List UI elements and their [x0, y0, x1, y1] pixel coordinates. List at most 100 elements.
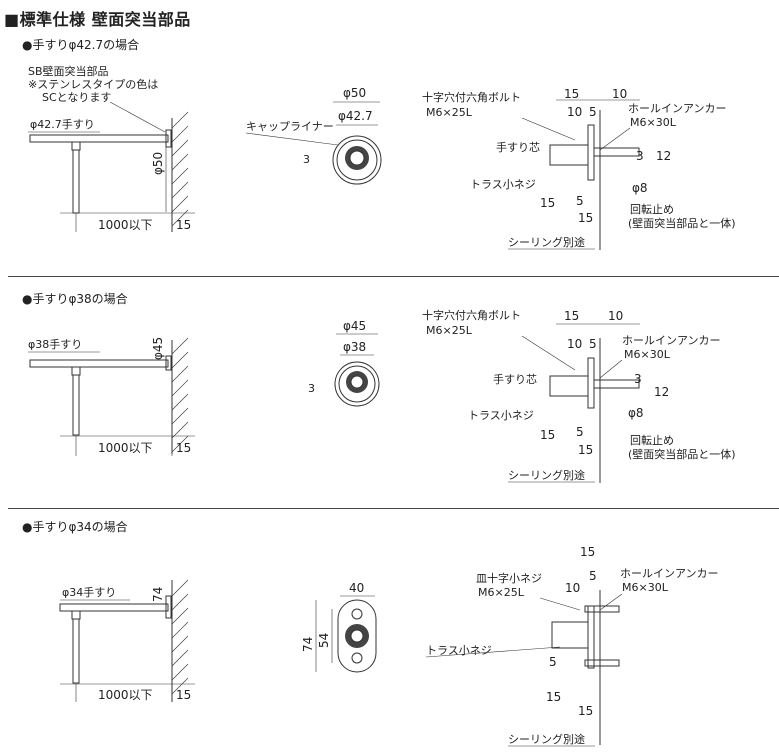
- liner-label: キャップライナー: [246, 120, 334, 133]
- height-dim: φ45: [151, 337, 165, 360]
- outer-diameter: φ50: [343, 86, 366, 100]
- svg-text:φ8: φ8: [632, 181, 648, 195]
- side-view: φ38手すり φ45 1000以下 15: [28, 337, 195, 456]
- wall-hatch: [171, 337, 189, 453]
- bolt-label: 十字穴付六角ボルト: [422, 90, 521, 104]
- diagram-section-34: φ34手すり 74 1000以下 15 40 74 54 15 皿: [59, 545, 719, 747]
- anchor-label: ホールインアンカー: [622, 334, 721, 347]
- rail-label: φ34手すり: [62, 585, 116, 599]
- height-dim: 74: [151, 587, 165, 602]
- wall-hatch: [171, 111, 189, 227]
- diagram-section-38: φ38手すり φ45 1000以下 15 φ45 φ38 3 十字穴付六角ボルト…: [28, 308, 736, 483]
- core-block: [549, 375, 589, 397]
- svg-text:10: 10: [608, 309, 623, 323]
- wall-plate: [587, 124, 595, 181]
- screw-label: トラス小ネジ: [468, 409, 534, 422]
- page-title: ■標準仕様 壁面突当部品: [4, 10, 191, 29]
- offset-dim: 3: [303, 153, 310, 166]
- front-view: φ45 φ38 3: [308, 319, 380, 407]
- svg-text:15: 15: [578, 211, 593, 225]
- screw-label: トラス小ネジ: [470, 178, 536, 191]
- core-label: 手すり芯: [493, 372, 537, 386]
- inner-ring: [338, 365, 376, 403]
- note-line-1: SB壁面突当部品: [28, 64, 109, 78]
- svg-text:5: 5: [589, 105, 597, 119]
- anchor-spec: M6×30L: [624, 348, 671, 361]
- span-dim: 1000以下: [98, 218, 153, 232]
- stop-label: 回転止め: [630, 203, 674, 216]
- lower-anchor: [584, 659, 620, 667]
- detail-view: 15 皿十字小ネジ M6×25L 10 5 ホールインアンカー M6×30L ト…: [425, 545, 719, 747]
- front-view: φ50 φ42.7 キャップライナー 3: [245, 86, 382, 185]
- stop-note: (壁面突当部品と一体): [628, 216, 736, 230]
- bolt-spec: M6×25L: [478, 586, 525, 599]
- svg-text:15: 15: [580, 545, 595, 559]
- wall-plate: [587, 605, 595, 669]
- svg-text:5: 5: [589, 569, 597, 583]
- wall-hatch: [171, 579, 189, 695]
- svg-text:3: 3: [636, 149, 644, 163]
- svg-text:15: 15: [540, 428, 555, 442]
- gap-dim: 15: [176, 218, 191, 232]
- flange-plate: [337, 599, 377, 673]
- anchor-spec: M6×30L: [622, 581, 669, 594]
- svg-text:3: 3: [634, 372, 642, 386]
- rail-label: φ38手すり: [28, 337, 82, 351]
- height-dim-54: 54: [317, 633, 331, 648]
- core-block: [549, 144, 589, 166]
- height-dim-74: 74: [301, 637, 315, 652]
- handrail: [29, 134, 169, 143]
- svg-text:15: 15: [540, 196, 555, 210]
- section-heading-38: ●手すりφ38の場合: [22, 292, 128, 306]
- note-line-3: SCとなります: [42, 91, 111, 104]
- core-block: [551, 621, 589, 649]
- inner-diameter: φ42.7: [338, 109, 373, 123]
- svg-text:10: 10: [567, 105, 582, 119]
- outer-diameter: φ45: [343, 319, 366, 333]
- screw-label: トラス小ネジ: [426, 644, 492, 657]
- svg-text:15: 15: [564, 87, 579, 101]
- svg-text:10: 10: [567, 337, 582, 351]
- offset-dim: 3: [308, 382, 315, 395]
- height-dim: φ50: [151, 152, 165, 175]
- span-dim: 1000以下: [98, 441, 153, 455]
- core-label: 手すり芯: [496, 140, 540, 154]
- width-dim: 40: [349, 581, 364, 595]
- gap-dim: 15: [176, 688, 191, 702]
- inner-ring: [336, 139, 378, 181]
- anchor: [593, 379, 640, 389]
- svg-text:5: 5: [549, 655, 557, 669]
- upper-anchor: [584, 605, 620, 613]
- svg-text:10: 10: [565, 581, 580, 595]
- bottom-screw: [351, 652, 363, 664]
- outer-ring: [332, 135, 382, 185]
- handrail: [59, 603, 169, 612]
- bolt-label: 十字穴付六角ボルト: [422, 308, 521, 322]
- wall-plate: [587, 357, 595, 409]
- seal-label: シーリング別途: [508, 235, 585, 249]
- bracket: [71, 366, 81, 376]
- inner-diameter: φ38: [343, 340, 366, 354]
- note-line-2: ※ステンレスタイプの色は: [28, 77, 158, 91]
- bolt-spec: M6×25L: [426, 106, 473, 119]
- detail-view: 十字穴付六角ボルト M6×25L 15 10 10 5 ホールインアンカー M6…: [422, 87, 736, 250]
- handrail: [29, 359, 169, 368]
- end-cap: [165, 595, 172, 619]
- svg-text:10: 10: [612, 87, 627, 101]
- svg-text:15: 15: [546, 690, 561, 704]
- seal-label: シーリング別途: [508, 732, 585, 746]
- svg-text:5: 5: [589, 337, 597, 351]
- seal-label: シーリング別途: [508, 468, 585, 482]
- front-view: 40 74 54: [301, 581, 377, 673]
- svg-text:15: 15: [578, 443, 593, 457]
- section-heading-34: ●手すりφ34の場合: [22, 520, 128, 534]
- divider: [8, 508, 779, 509]
- svg-text:12: 12: [656, 149, 671, 163]
- divider: [8, 276, 779, 277]
- span-dim: 1000以下: [98, 688, 153, 702]
- gap-dim: 15: [176, 441, 191, 455]
- end-cap: [165, 355, 172, 371]
- post: [72, 618, 80, 684]
- bracket: [71, 141, 81, 151]
- anchor-label: ホールインアンカー: [620, 567, 719, 580]
